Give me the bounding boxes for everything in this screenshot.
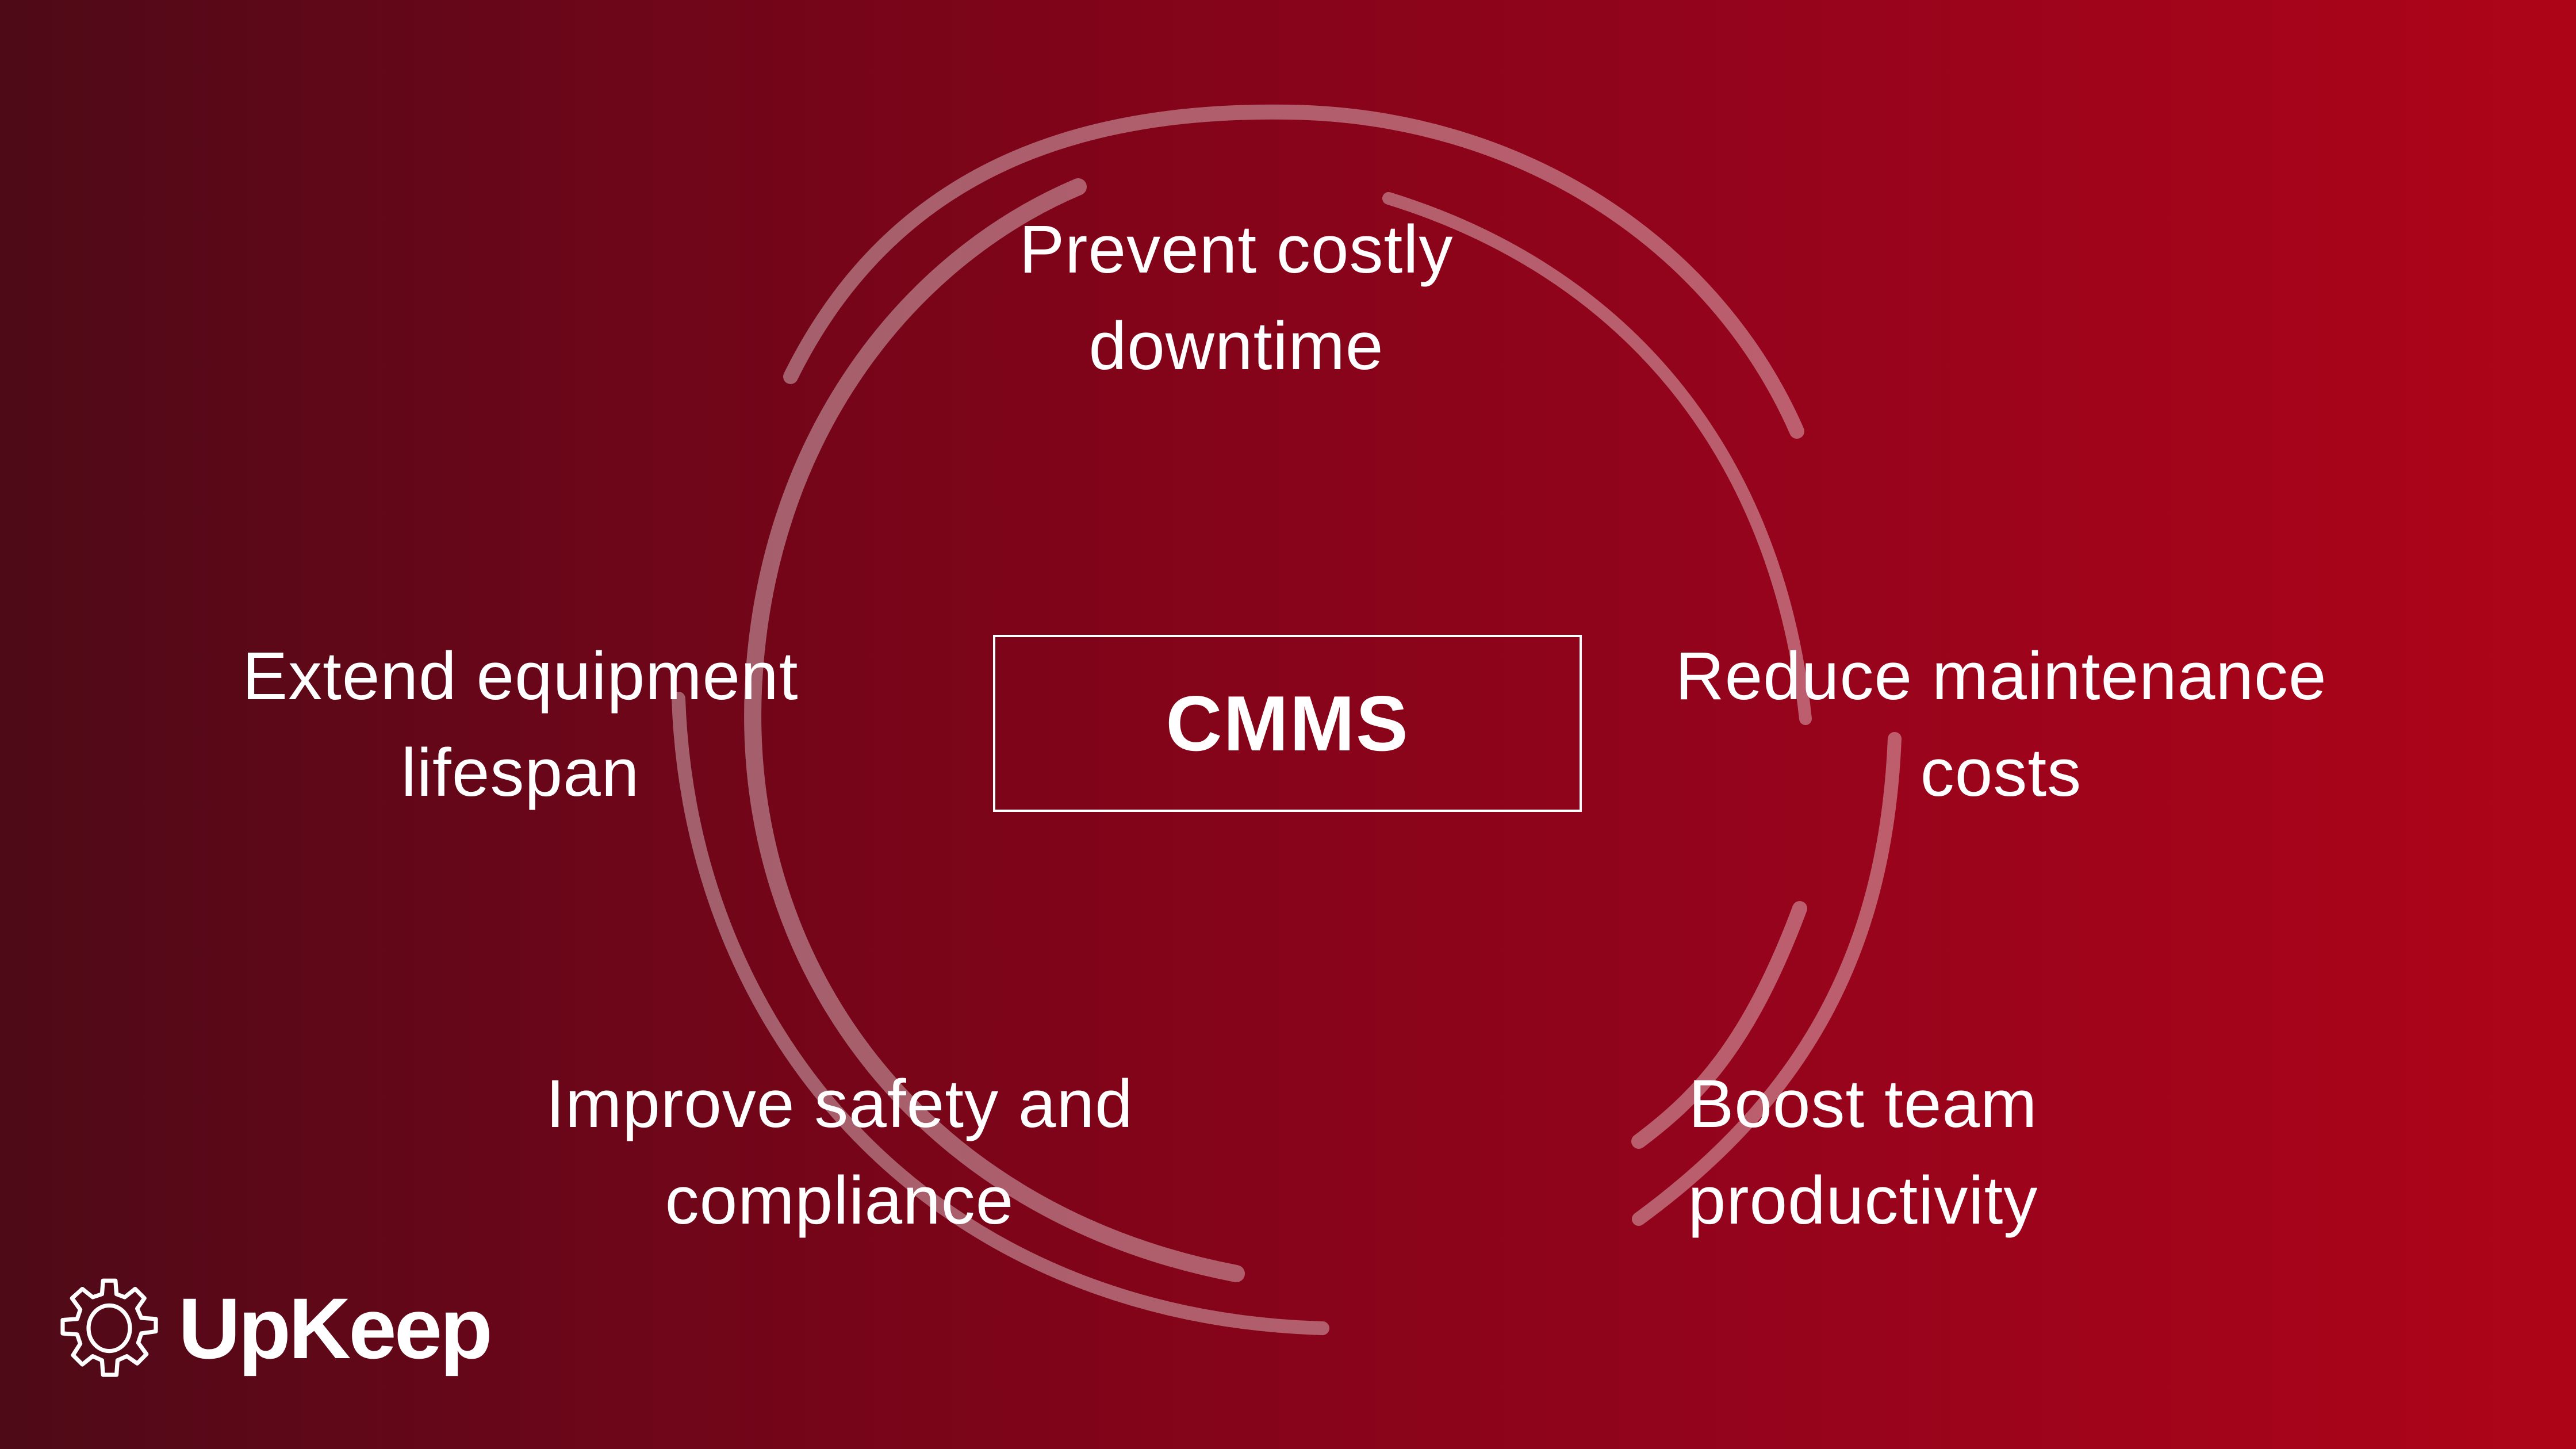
arc-right-outer	[1382, 192, 1812, 725]
arc-left	[672, 692, 1329, 1335]
benefit-left: Extend equipment lifespan	[242, 638, 799, 811]
brand-name: UpKeep	[178, 1279, 493, 1377]
upkeep-logo: UpKeep	[57, 1276, 493, 1380]
benefit-bottom-left: Improve safety and compliance	[546, 1066, 1133, 1239]
gear-icon	[60, 1278, 158, 1377]
benefit-top: Prevent costly downtime	[1019, 212, 1454, 384]
cmms-center-box: CMMS	[993, 635, 1582, 812]
arc-top-outer	[783, 104, 1804, 439]
arc-top-inner	[744, 178, 1245, 1282]
arc-right-lower	[1632, 732, 1902, 1226]
benefit-right: Reduce maintenance costs	[1675, 638, 2327, 811]
arc-right-short	[1631, 901, 1807, 1149]
center-label: CMMS	[1166, 680, 1409, 767]
benefit-bottom-right: Boost team productivity	[1688, 1066, 2038, 1239]
